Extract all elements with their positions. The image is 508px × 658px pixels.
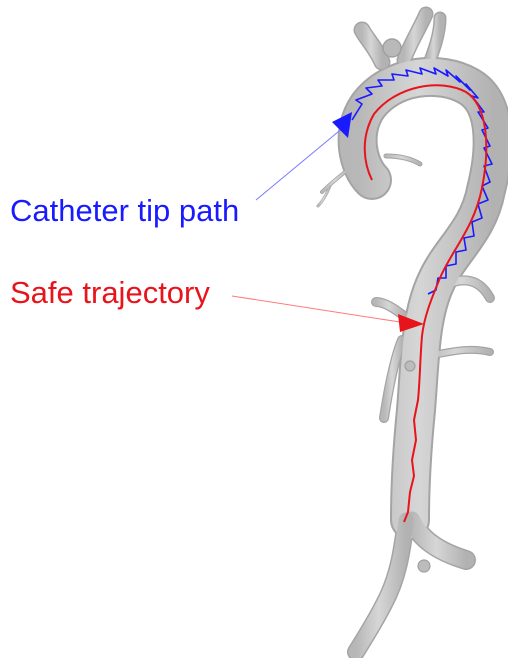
safe-trajectory-label: Safe trajectory [10, 277, 210, 308]
aorta-vessel [318, 14, 493, 652]
catheter-pointer-line [256, 122, 350, 200]
catheter-tip-path-label: Catheter tip path [10, 195, 239, 226]
